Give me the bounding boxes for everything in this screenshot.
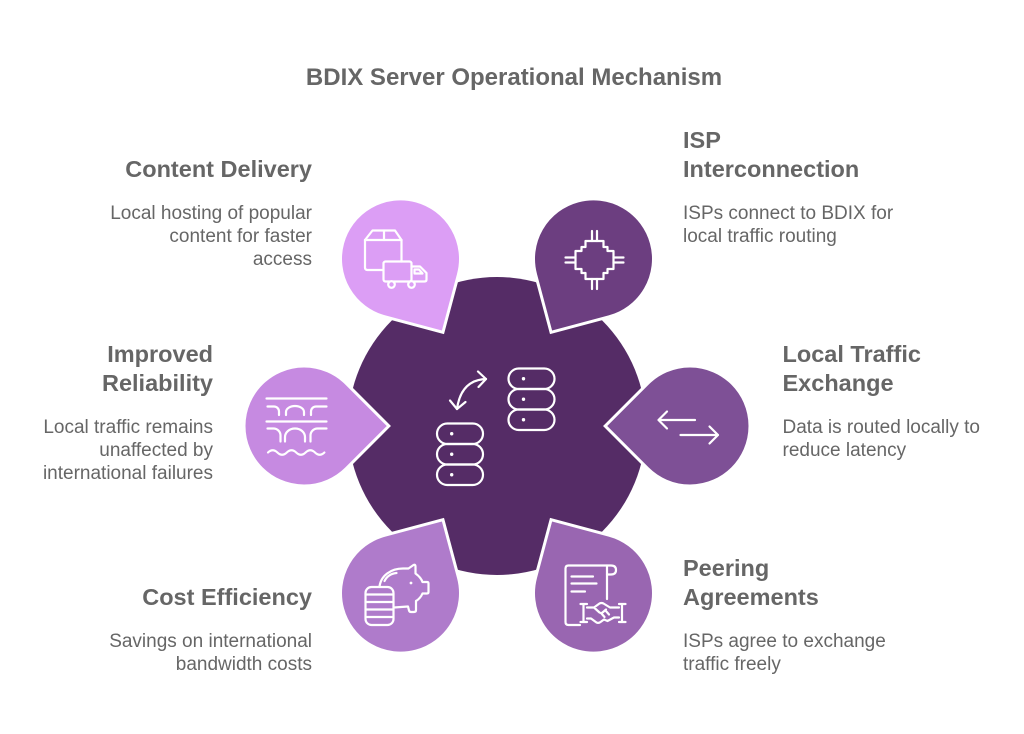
description-line: ISPs agree to exchange — [683, 630, 886, 652]
item-content-delivery: Content Delivery Local hosting of popula… — [110, 155, 312, 271]
heading-line: Exchange — [782, 370, 894, 397]
heading-line: Interconnection — [683, 156, 860, 183]
item-description: ISPs connect to BDIX for local traffic r… — [683, 202, 893, 248]
exchange-arrows-icon — [657, 410, 720, 445]
server-stack-top-right — [507, 367, 556, 432]
truck-cargo — [382, 260, 413, 283]
heading-line: ISP — [683, 126, 721, 153]
coin-stack — [364, 585, 395, 627]
description-line: reduce latency — [782, 439, 907, 461]
circuit-chip-icon — [564, 229, 625, 291]
item-description: ISPs agree to exchange traffic freely — [683, 630, 886, 676]
item-description: Data is routed locally to reduce latency — [783, 416, 981, 462]
bridge-icon — [265, 397, 328, 456]
chip-body — [574, 239, 615, 281]
diagram-title: BDIX Server Operational Mechanism — [305, 64, 723, 91]
truck-wheel — [387, 280, 396, 289]
description-line: bandwidth costs — [175, 653, 312, 675]
server-led — [450, 452, 454, 456]
chip-pins — [564, 229, 625, 291]
description-line: Data is routed locally to — [782, 416, 981, 438]
item-heading: Peering Agreements — [683, 554, 886, 613]
heading-line: Peering — [683, 554, 770, 581]
heading-line: Improved — [107, 340, 213, 367]
heading-line: Local Traffic — [782, 340, 921, 367]
teardrop-isp-interconnection — [532, 197, 655, 335]
bridge-upper-arches — [266, 404, 328, 417]
item-heading: Improved Reliability — [43, 340, 213, 399]
delivery-box-truck-icon — [363, 229, 428, 289]
center-hub-circle — [348, 277, 646, 575]
description-line: Local traffic remains — [43, 416, 213, 438]
item-description: Local traffic remains unaffected by inte… — [43, 416, 213, 485]
arrow-right — [679, 425, 720, 445]
bridge-lower-arches — [266, 427, 328, 443]
item-cost-efficiency: Cost Efficiency Savings on international… — [109, 583, 312, 676]
heading-line: Content Delivery — [125, 156, 312, 183]
arrow-left — [657, 410, 697, 430]
description-line: local traffic routing — [683, 225, 837, 247]
coin-slot — [383, 571, 398, 583]
server-unit — [435, 463, 485, 487]
server-led — [450, 432, 454, 436]
server-led — [521, 418, 526, 422]
description-line: content for faster — [169, 225, 312, 247]
item-heading: Cost Efficiency — [109, 583, 312, 613]
description-line: ISPs connect to BDIX for — [683, 202, 894, 224]
teardrop-peering-agreements — [532, 517, 655, 655]
item-isp-interconnection: ISP Interconnection ISPs connect to BDIX… — [683, 126, 893, 248]
teardrop-content-delivery — [339, 197, 462, 335]
water-waves — [266, 449, 326, 456]
server-led — [450, 473, 454, 477]
heading-line: Cost Efficiency — [142, 584, 312, 611]
heading-line: Reliability — [101, 370, 213, 397]
description-line: Savings on international — [109, 630, 312, 652]
box-body-left — [363, 238, 385, 272]
truck-cab — [410, 265, 428, 283]
item-heading: ISP Interconnection — [683, 126, 893, 185]
description-line: traffic freely — [683, 653, 781, 675]
piggy-bank — [378, 563, 430, 614]
item-local-traffic-exchange: Local Traffic Exchange Data is routed lo… — [783, 340, 981, 462]
item-peering-agreements: Peering Agreements ISPs agree to exchang… — [683, 554, 886, 676]
coin-lines — [364, 593, 395, 619]
truck-wheel — [407, 280, 416, 289]
server-stack-bottom-left — [435, 422, 485, 487]
item-description: Savings on international bandwidth costs — [109, 630, 312, 676]
piggy-bank-coins-icon — [364, 563, 430, 627]
description-line: access — [252, 248, 312, 270]
item-heading: Content Delivery — [110, 155, 312, 185]
description-line: international failures — [42, 462, 213, 484]
document-lines — [570, 575, 598, 593]
scroll-document — [564, 564, 618, 627]
server-unit — [507, 408, 556, 432]
sync-arrowhead-down — [448, 399, 467, 411]
teardrop-improved-reliability — [242, 364, 391, 488]
teardrop-cost-efficiency — [339, 517, 462, 655]
item-heading: Local Traffic Exchange — [783, 340, 981, 399]
sync-arrow-curve — [455, 377, 488, 411]
server-exchange-icon — [435, 367, 556, 487]
teardrop-local-traffic-exchange — [603, 364, 752, 488]
handshake — [579, 601, 627, 624]
piggy-eye — [409, 581, 413, 585]
contract-handshake-icon — [564, 564, 627, 627]
item-description: Local hosting of popular content for fas… — [110, 202, 312, 271]
sync-arrowhead-right — [476, 370, 488, 389]
description-line: Local hosting of popular — [110, 202, 312, 224]
server-led — [521, 397, 526, 401]
item-improved-reliability: Improved Reliability Local traffic remai… — [43, 340, 213, 485]
server-led — [521, 377, 526, 381]
description-line: unaffected by — [99, 439, 213, 461]
heading-line: Agreements — [683, 584, 819, 611]
truck-window — [413, 268, 424, 275]
